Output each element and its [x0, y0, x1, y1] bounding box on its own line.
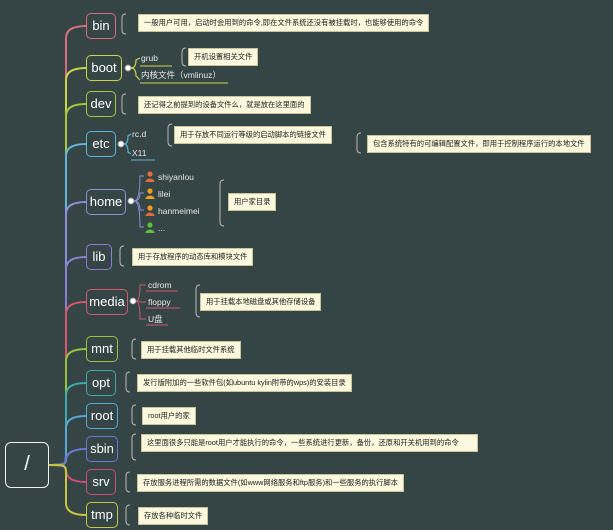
home-user-more[interactable]: ...	[145, 221, 165, 235]
node-lib[interactable]: lib	[86, 244, 112, 270]
edge-lib	[48, 256, 87, 466]
note-bracket	[181, 47, 187, 67]
user-icon	[145, 171, 155, 182]
home-branch-dot	[127, 197, 135, 205]
user-icon	[145, 188, 155, 199]
note-bin: 一般用户可用，启动时会用到的命令,即在文件系统还没有被挂载时，也能够使用的命令	[138, 14, 430, 32]
edge-etc-x11	[123, 143, 132, 155]
note-root: root用户的家	[142, 407, 196, 425]
etc-child-x11[interactable]: X11	[132, 148, 147, 158]
note-bracket	[119, 245, 125, 267]
note-rcd: 用于存放不同运行等级的启动脚本的链接文件	[174, 126, 332, 144]
media-child-udisk[interactable]: U盘	[148, 314, 163, 324]
edge-boot-vmlinuz	[130, 67, 141, 81]
note-opt: 发行版附加的一些软件包(如ubuntu kylin附带的wps)的安装目录	[137, 374, 352, 392]
home-user-lilei[interactable]: lilei	[145, 187, 170, 201]
note-bracket	[121, 13, 127, 35]
user-name: lilei	[158, 189, 171, 199]
edge-media-child	[135, 284, 146, 302]
edge-etc-rcd	[123, 133, 132, 145]
node-tmp[interactable]: tmp	[86, 502, 118, 528]
user-icon	[145, 222, 155, 233]
node-sbin[interactable]: sbin	[86, 436, 118, 462]
note-etc: 包含系统特有的可编辑配置文件，即用于控制程序运行的本地文件	[367, 135, 591, 153]
note-bracket	[121, 93, 127, 115]
edge-home-user	[133, 200, 144, 228]
etc-branch-dot	[117, 140, 125, 148]
edge-home	[48, 201, 87, 466]
edge-bin	[48, 25, 87, 466]
note-lib: 用于存放程序的动态库和模块文件	[132, 248, 254, 266]
boot-child-vmlinuz[interactable]: 内核文件（vmlinuz）	[141, 70, 221, 80]
node-media[interactable]: media	[86, 289, 128, 315]
edge-sbin	[48, 448, 87, 466]
note-bracket	[167, 123, 173, 147]
note-bracket	[131, 404, 137, 426]
note-bracket	[195, 284, 201, 318]
note-bracket	[125, 371, 131, 393]
user-name: ...	[158, 223, 166, 233]
node-opt[interactable]: opt	[86, 370, 116, 396]
note-bracket	[125, 471, 131, 493]
etc-child-rcd[interactable]: rc.d	[132, 129, 147, 139]
note-bracket	[219, 179, 225, 227]
media-child-cdrom[interactable]: cdrom	[148, 280, 172, 290]
note-bracket	[131, 338, 137, 360]
note-mnt: 用于挂载其他临时文件系统	[141, 341, 241, 359]
note-boot: 开机设置相关文件	[188, 48, 259, 66]
boot-branch-dot	[124, 64, 132, 72]
node-srv[interactable]: srv	[86, 469, 116, 495]
edge-tmp	[48, 464, 87, 516]
user-name: hanmeimei	[158, 206, 200, 216]
edge-srv	[48, 464, 87, 483]
home-user-shiyanlou[interactable]: shiyanlou	[145, 170, 194, 184]
boot-child-grub[interactable]: grub	[141, 53, 159, 63]
node-mnt[interactable]: mnt	[86, 336, 118, 362]
note-bracket	[125, 504, 131, 526]
node-root[interactable]: root	[86, 403, 118, 429]
node-bin[interactable]: bin	[86, 13, 116, 39]
root-node[interactable]: /	[5, 442, 49, 488]
node-home[interactable]: home	[86, 189, 126, 215]
edge-dev	[48, 103, 87, 466]
user-name: shiyanlou	[158, 172, 194, 182]
media-branch-dot	[129, 297, 137, 305]
note-srv: 存放服务进程所需的数据文件(如www网络服务和ftp服务)和一些服务的执行脚本	[137, 474, 404, 492]
edge-mnt	[48, 348, 87, 466]
media-child-floppy[interactable]: floppy	[148, 297, 171, 307]
note-home: 用户家目录	[228, 193, 277, 211]
edge-boot-grub	[130, 57, 141, 69]
user-icon	[145, 205, 155, 216]
note-dev: 还记得之前提到的设备文件么，就是放在这里面的	[138, 96, 311, 114]
edge-boot	[48, 67, 87, 466]
note-tmp: 存放各种临时文件	[138, 507, 209, 525]
node-dev[interactable]: dev	[86, 91, 116, 117]
edge-media-child	[135, 300, 146, 320]
node-etc[interactable]: etc	[86, 131, 116, 157]
note-bracket	[131, 433, 137, 461]
note-media: 用于挂载本地磁盘或其他存储设备	[200, 293, 322, 311]
home-user-hanmeimei[interactable]: hanmeimei	[145, 204, 200, 218]
note-sbin: 这里面很多只能是root用户才能执行的命令，一些系统进行更新，备份，还原和开关机…	[141, 434, 478, 452]
node-boot[interactable]: boot	[86, 55, 122, 81]
note-bracket	[356, 132, 362, 154]
